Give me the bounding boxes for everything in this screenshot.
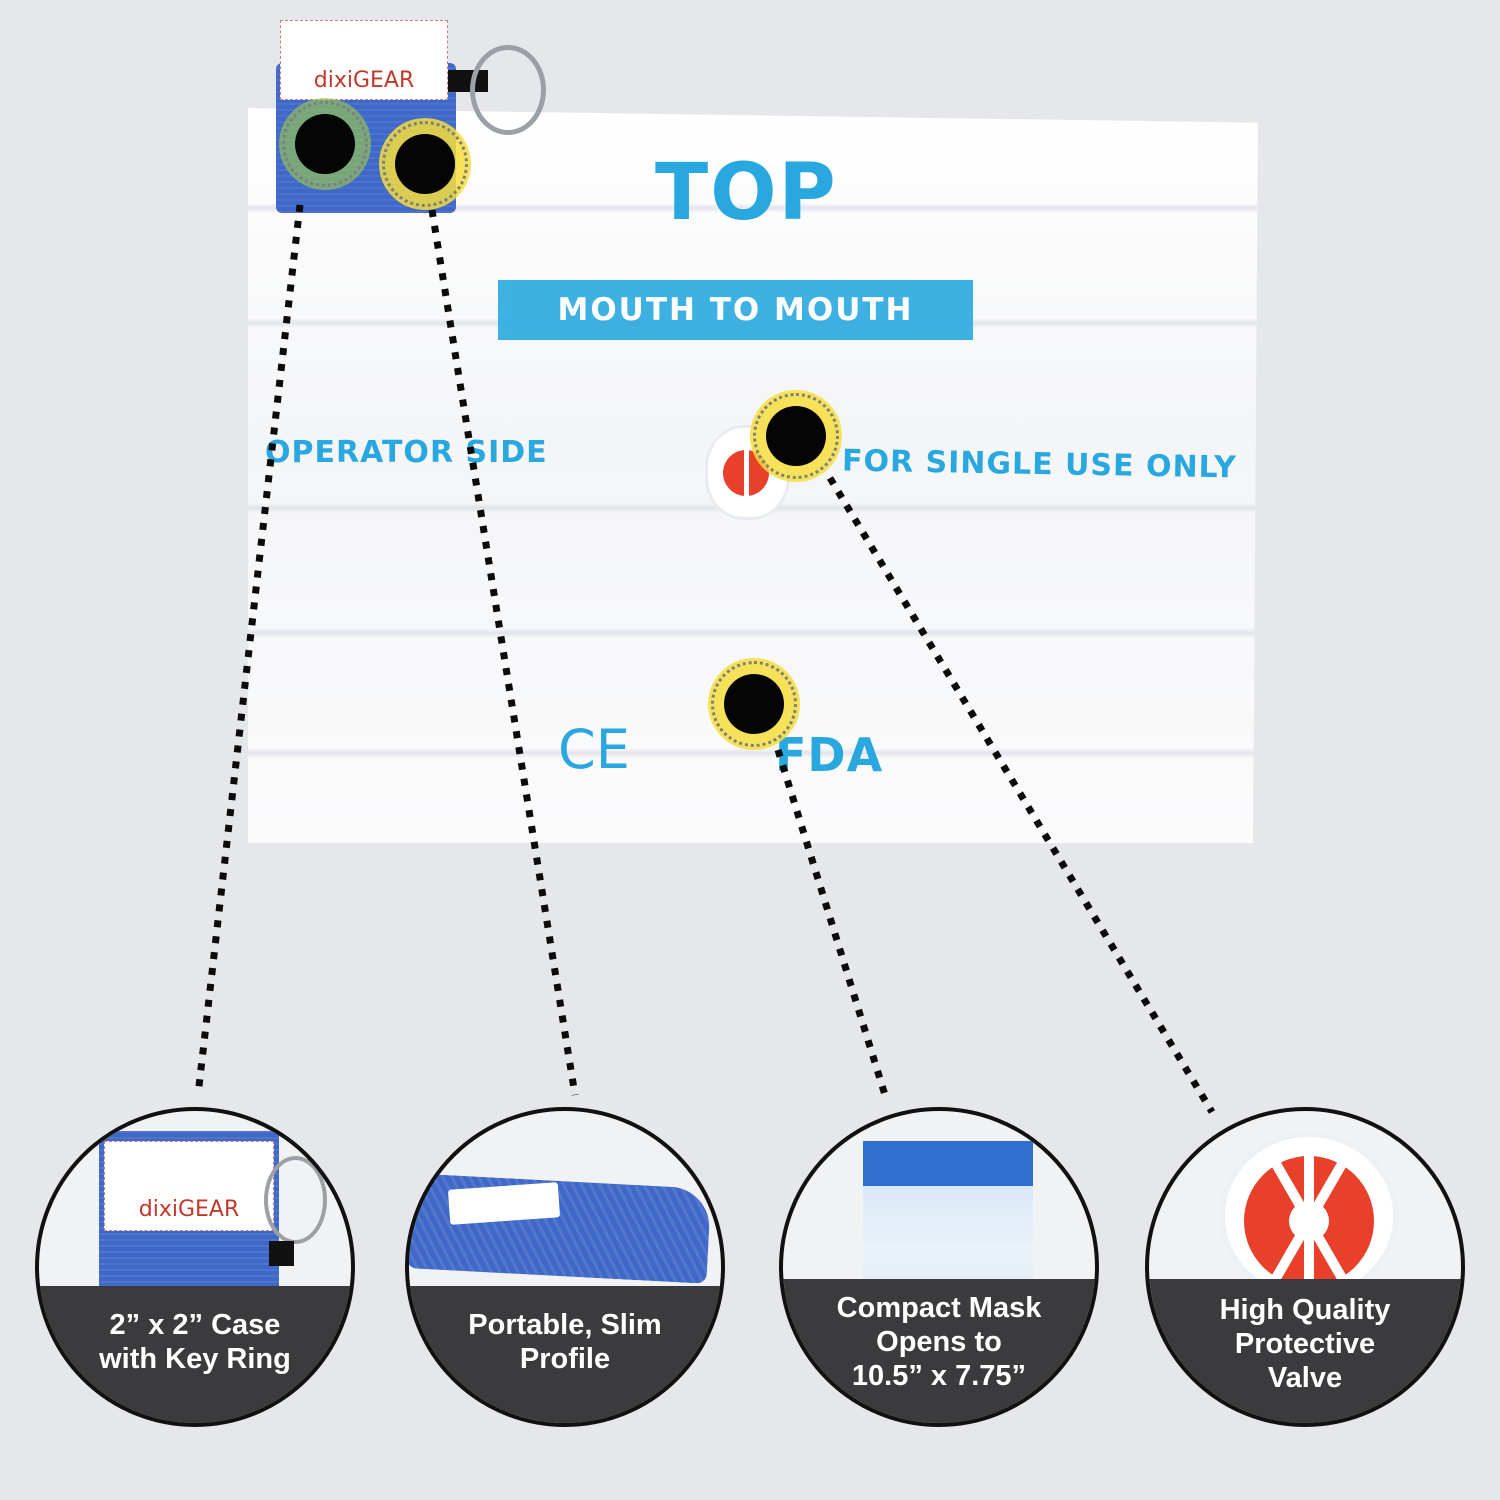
photo-case-label: dixiGEAR bbox=[104, 1141, 274, 1231]
marker-ring bbox=[711, 661, 797, 747]
case-label: dixiGEAR bbox=[280, 20, 448, 100]
photo-key-ring-icon bbox=[264, 1156, 327, 1244]
feature-caption: 2” x 2” Case with Key Ring bbox=[99, 1308, 291, 1375]
marker-ring bbox=[753, 393, 839, 479]
marker-core bbox=[295, 114, 355, 174]
valve-photo bbox=[1149, 1111, 1461, 1423]
photo-strap bbox=[269, 1241, 294, 1266]
feature-caption-bar: Compact Mask Opens to 10.5” x 7.75” bbox=[783, 1279, 1095, 1423]
valve-spoke bbox=[744, 450, 749, 496]
photo-bag-band bbox=[863, 1141, 1033, 1186]
marker-core bbox=[724, 674, 784, 734]
feature-case: dixiGEAR 2” x 2” Case with Key Ring bbox=[35, 1107, 355, 1427]
feature-caption: Compact Mask Opens to 10.5” x 7.75” bbox=[836, 1292, 1042, 1393]
feature-caption: High Quality Protective Valve bbox=[1219, 1294, 1391, 1395]
callout-marker-valve bbox=[750, 390, 842, 482]
bag-crease bbox=[248, 203, 1258, 213]
marker-ring bbox=[382, 121, 468, 207]
mouth-to-mouth-band: MOUTH TO MOUTH bbox=[498, 280, 973, 340]
ce-mark: CE bbox=[558, 718, 630, 781]
marker-core bbox=[395, 134, 455, 194]
feature-profile: Portable, Slim Profile bbox=[405, 1107, 725, 1427]
bag-crease bbox=[248, 748, 1258, 758]
bag-crease bbox=[248, 628, 1258, 638]
callout-marker-mask bbox=[708, 658, 800, 750]
leader-line-mask bbox=[774, 748, 889, 1097]
photo-brand-logo: dixiGEAR bbox=[138, 1197, 240, 1222]
mouth-to-mouth-print: MOUTH TO MOUTH bbox=[557, 292, 914, 328]
key-ring-icon bbox=[470, 45, 546, 135]
top-print: TOP bbox=[655, 148, 838, 238]
leader-line-profile bbox=[428, 209, 579, 1096]
leader-line-case bbox=[194, 204, 304, 1096]
feature-caption: Portable, Slim Profile bbox=[468, 1308, 662, 1375]
operator-side-print: OPERATOR SIDE bbox=[265, 435, 548, 470]
photo-valve-hub bbox=[1289, 1201, 1329, 1241]
leader-line-valve bbox=[827, 476, 1215, 1114]
feature-caption-bar: Portable, Slim Profile bbox=[409, 1285, 721, 1423]
feature-caption-bar: 2” x 2” Case with Key Ring bbox=[39, 1285, 351, 1423]
callout-marker-case bbox=[279, 98, 371, 190]
marker-ring bbox=[282, 101, 368, 187]
marker-core bbox=[766, 406, 826, 466]
brand-logo: dixiGEAR bbox=[313, 68, 415, 93]
feature-caption-bar: High Quality Protective Valve bbox=[1149, 1279, 1461, 1423]
fda-print: FDA bbox=[775, 728, 884, 782]
callout-marker-profile bbox=[379, 118, 471, 210]
feature-mask: Compact Mask Opens to 10.5” x 7.75” bbox=[779, 1107, 1099, 1427]
feature-valve: High Quality Protective Valve bbox=[1145, 1107, 1465, 1427]
